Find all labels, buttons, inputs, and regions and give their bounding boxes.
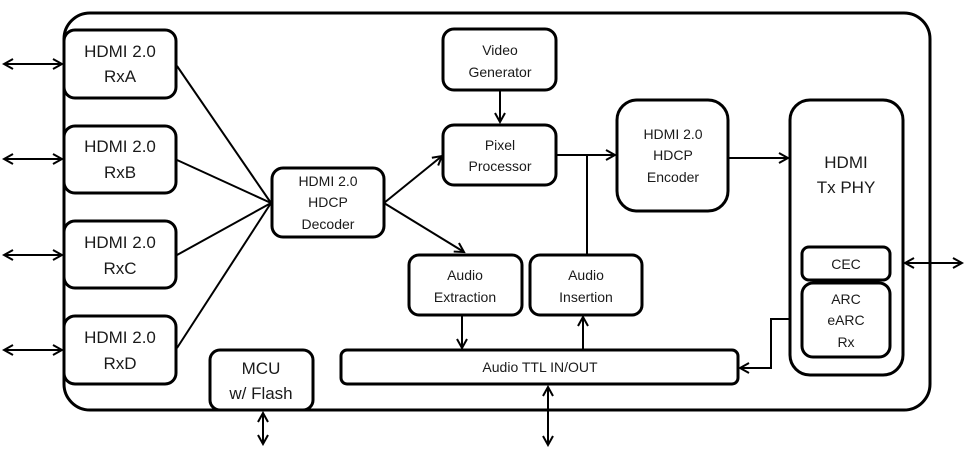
- rxc-to-decoder-line: [176, 202, 272, 256]
- block-mcu: MCU w/ Flash: [208, 348, 315, 412]
- decoder-line-3: Decoder: [302, 216, 355, 232]
- block-decoder: HDMI 2.0 HDCP Decoder: [270, 166, 386, 239]
- rxa-line-2: RxA: [104, 67, 137, 86]
- video-generator-line-1: Video: [482, 42, 518, 58]
- block-rxc: HDMI 2.0 RxC: [62, 219, 178, 290]
- block-encoder: HDMI 2.0 HDCP Encoder: [615, 98, 730, 213]
- arc-line-1: ARC: [831, 291, 861, 307]
- video-generator-line-2: Generator: [468, 64, 531, 80]
- rxd-to-decoder-line: [176, 202, 272, 349]
- tx-phy-line-1: HDMI: [824, 153, 867, 172]
- pixel-processor-line-2: Processor: [468, 158, 531, 174]
- rxc-line-1: HDMI 2.0: [84, 233, 156, 252]
- arc-to-audio-ttl-arrow: [740, 318, 802, 368]
- mcu-line-2: w/ Flash: [228, 384, 292, 403]
- block-pixel-processor: Pixel Processor: [441, 123, 558, 187]
- arc-line-3: Rx: [837, 334, 854, 350]
- decoder-to-pixel-arrow: [383, 156, 442, 204]
- block-audio-extraction: Audio Extraction: [407, 253, 524, 317]
- audio-extraction-line-2: Extraction: [434, 289, 496, 305]
- rxa-line-1: HDMI 2.0: [84, 42, 156, 61]
- block-rxa: HDMI 2.0 RxA: [62, 28, 178, 100]
- audio-insertion-line-1: Audio: [568, 267, 604, 283]
- encoder-line-2: HDCP: [653, 147, 693, 163]
- rxc-line-2: RxC: [103, 259, 136, 278]
- block-cec: CEC: [800, 245, 892, 282]
- rxb-line-2: RxB: [104, 163, 136, 182]
- audio-ttl-label: Audio TTL IN/OUT: [482, 359, 598, 375]
- rxa-to-decoder-line: [176, 65, 272, 204]
- block-video-generator: Video Generator: [441, 27, 558, 92]
- block-rxd: HDMI 2.0 RxD: [62, 314, 178, 386]
- block-audio-insertion: Audio Insertion: [528, 253, 644, 317]
- rxb-line-1: HDMI 2.0: [84, 137, 156, 156]
- cec-label: CEC: [831, 256, 861, 272]
- decoder-to-audio-extraction-arrow: [383, 202, 464, 252]
- pixel-processor-line-1: Pixel: [485, 137, 515, 153]
- mcu-line-1: MCU: [242, 359, 281, 378]
- rxd-line-1: HDMI 2.0: [84, 328, 156, 347]
- decoder-line-1: HDMI 2.0: [298, 173, 357, 189]
- audio-insertion-line-2: Insertion: [559, 289, 613, 305]
- block-audio-ttl: Audio TTL IN/OUT: [339, 348, 740, 386]
- block-rxb: HDMI 2.0 RxB: [62, 124, 178, 195]
- rxb-to-decoder-line: [176, 159, 272, 204]
- encoder-line-1: HDMI 2.0: [643, 126, 702, 142]
- rxd-line-2: RxD: [103, 354, 136, 373]
- arc-line-2: eARC: [827, 312, 864, 328]
- tx-phy-line-2: Tx PHY: [817, 178, 876, 197]
- block-arc: ARC eARC Rx: [800, 281, 892, 359]
- encoder-line-3: Encoder: [647, 169, 699, 185]
- audio-extraction-line-1: Audio: [447, 267, 483, 283]
- connections: [4, 64, 962, 445]
- decoder-line-2: HDCP: [308, 194, 348, 210]
